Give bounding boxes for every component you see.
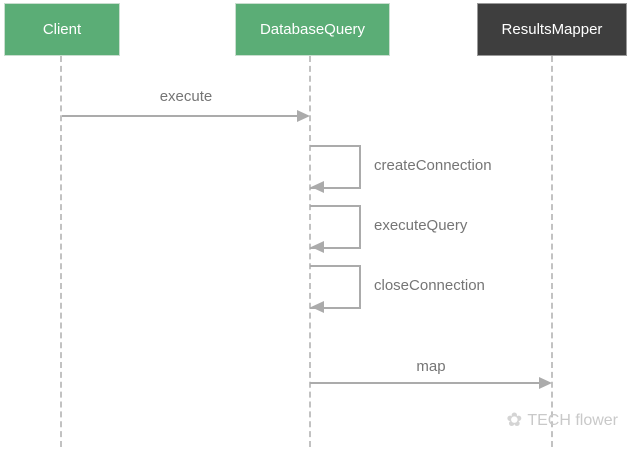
participant-client: Client [4,3,120,56]
flower-icon: ✿ [506,410,523,431]
self-message-loop-createconnection [310,145,361,189]
participant-databasequery: DatabaseQuery [235,3,390,56]
self-message-loop-executequery [310,205,361,249]
message-label-executequery: executeQuery [374,217,468,234]
message-line-map [310,382,540,384]
arrowhead-left-createconnection-icon [311,181,324,193]
watermark-text: TECH flower [527,411,618,429]
participant-client-label: Client [42,21,82,38]
message-label-createconnection: createConnection [374,157,492,174]
watermark: ✿ TECH flower [506,411,618,430]
participant-resultsmapper: ResultsMapper [477,3,627,56]
participant-resultsmapper-label: ResultsMapper [501,21,603,38]
arrowhead-right-execute-icon [297,110,310,122]
message-label-closeconnection: closeConnection [374,277,485,294]
participant-databasequery-label: DatabaseQuery [259,21,366,38]
lifeline-databasequery [309,56,311,447]
message-line-execute [62,115,300,117]
self-message-loop-closeconnection [310,265,361,309]
arrowhead-left-closeconnection-icon [311,301,324,313]
lifeline-client [60,56,62,447]
arrowhead-right-map-icon [539,377,552,389]
message-label-execute: execute [159,88,213,105]
message-label-map: map [416,358,446,375]
arrowhead-left-executequery-icon [311,241,324,253]
lifeline-resultsmapper [551,56,553,447]
